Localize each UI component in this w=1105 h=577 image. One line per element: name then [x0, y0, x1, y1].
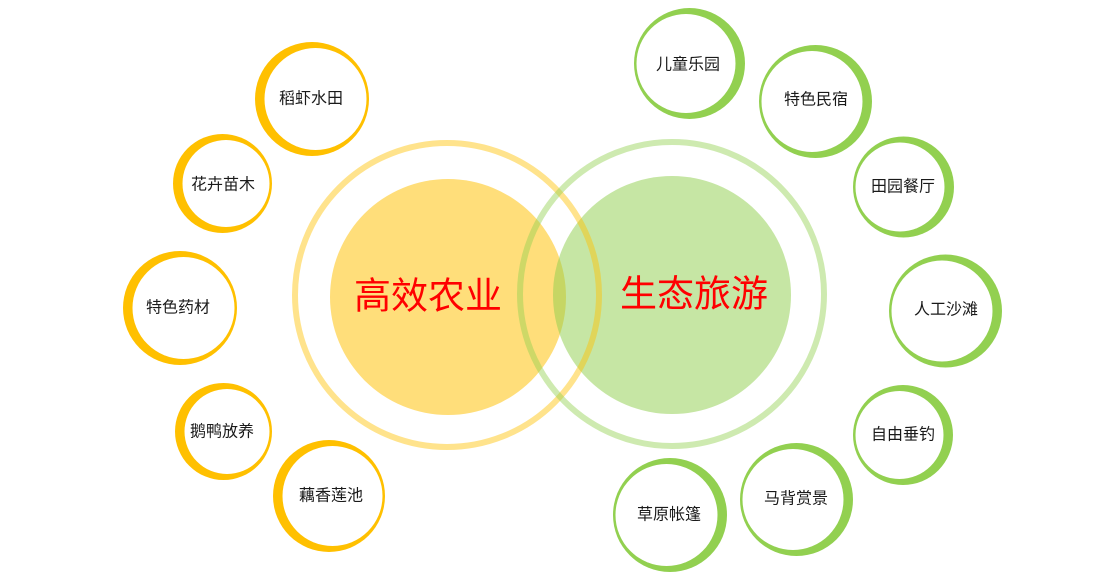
node-label: 人工沙滩 [914, 300, 978, 319]
agriculture-circle [330, 179, 566, 415]
node-children-park: 儿童乐园 [634, 8, 745, 119]
node-face [184, 389, 270, 474]
node-face [636, 14, 736, 113]
node-label: 田园餐厅 [871, 177, 935, 196]
node-rice-shrimp-paddy: 稻虾水田 [255, 42, 369, 156]
node-horseback-sightseeing: 马背赏景 [740, 443, 853, 556]
node-free-range-poultry: 鹅鸭放养 [175, 383, 272, 480]
node-label: 特色民宿 [784, 90, 848, 109]
node-label: 自由垂钓 [871, 425, 935, 444]
node-free-fishing: 自由垂钓 [853, 385, 953, 485]
node-specialty-homestay: 特色民宿 [759, 45, 872, 158]
node-label: 藕香莲池 [299, 486, 363, 505]
node-artificial-beach: 人工沙滩 [889, 254, 1002, 368]
node-face [761, 51, 863, 152]
node-face [855, 391, 944, 479]
node-face [855, 142, 945, 232]
node-label: 鹅鸭放养 [190, 422, 254, 441]
tourism-circle [553, 176, 791, 414]
tourism-ring [517, 139, 827, 449]
node-face [264, 48, 367, 150]
agriculture-fill [330, 179, 566, 415]
agriculture-ring [292, 140, 602, 450]
node-lotus-pond: 藕香莲池 [273, 440, 385, 552]
node-grassland-tents: 草原帐篷 [613, 458, 727, 572]
node-farm-restaurant: 田园餐厅 [853, 136, 954, 238]
node-label: 马背赏景 [764, 489, 828, 508]
node-label: 稻虾水田 [279, 89, 343, 108]
node-label: 特色药材 [146, 298, 210, 317]
tourism-fill [553, 176, 791, 414]
node-label: 草原帐篷 [637, 505, 701, 524]
node-face [182, 140, 270, 227]
agriculture-title: 高效农业 [354, 275, 502, 318]
tourism-title: 生态旅游 [620, 273, 768, 316]
node-face [742, 449, 844, 550]
node-label: 儿童乐园 [656, 55, 720, 74]
node-specialty-herbs: 特色药材 [123, 251, 237, 365]
node-face [132, 257, 235, 359]
node-face [615, 464, 718, 566]
node-flowers-seedlings: 花卉苗木 [173, 134, 272, 233]
node-face [891, 260, 993, 362]
node-face [282, 446, 383, 546]
node-label: 花卉苗木 [191, 175, 255, 194]
